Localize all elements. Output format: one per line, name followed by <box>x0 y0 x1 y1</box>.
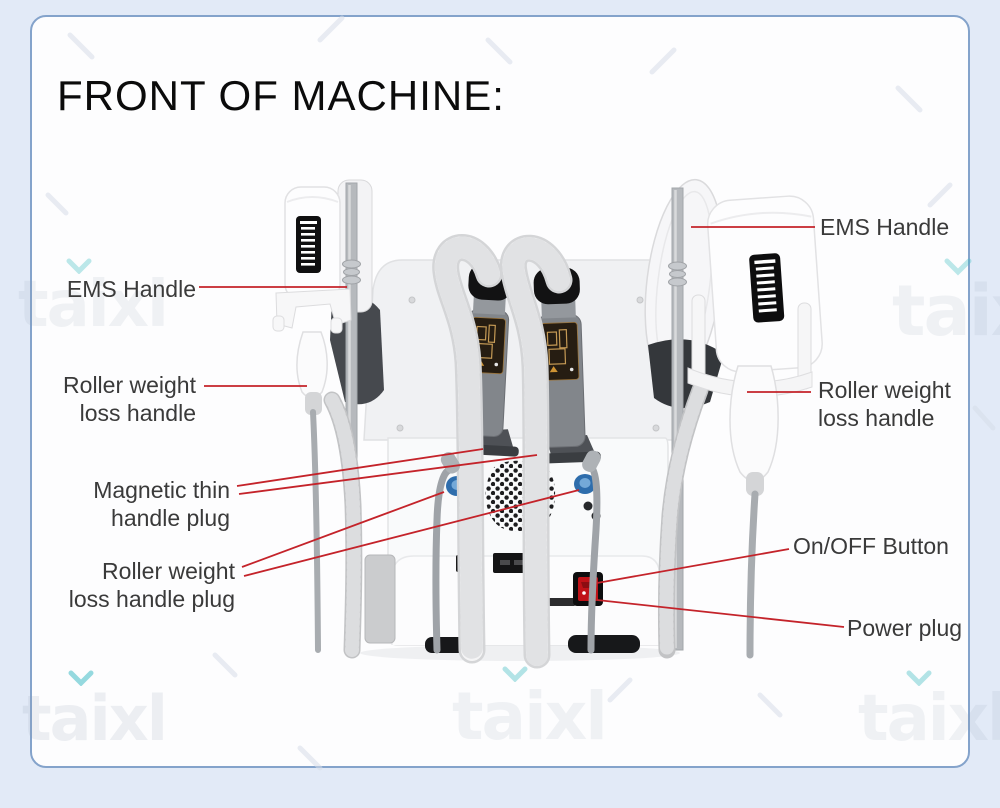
ems-handle-left-device <box>284 186 341 301</box>
label-text: Roller weight <box>818 377 951 403</box>
label-text: handle plug <box>111 505 230 531</box>
label-text: EMS Handle <box>820 214 950 240</box>
label-text: Power plug <box>847 615 963 641</box>
label-text: Roller weight <box>63 372 196 398</box>
label-text: loss handle plug <box>68 586 235 612</box>
label-text: Magnetic thin <box>93 477 230 503</box>
label-ems-handle-left: EMS Handle <box>40 275 196 303</box>
label-roller-plug: Roller weight loss handle plug <box>40 557 235 613</box>
label-roller-handle-left: Roller weight loss handle <box>40 371 196 427</box>
label-roller-handle-right: Roller weight loss handle <box>818 376 978 432</box>
cable-right-elbow <box>582 450 601 473</box>
label-onoff-button: On/OFF Button <box>793 532 973 560</box>
label-text: loss handle <box>79 400 196 426</box>
left-arm-assembly <box>272 179 396 659</box>
label-text: Roller weight <box>102 558 235 584</box>
label-ems-handle-right: EMS Handle <box>820 213 980 241</box>
label-power-plug: Power plug <box>847 614 987 642</box>
machine-foot-right <box>568 635 640 653</box>
label-magnetic-plug: Magnetic thin handle plug <box>40 476 230 532</box>
page-title: FRONT OF MACHINE: <box>57 72 505 119</box>
roller-handle-right-device <box>706 195 823 373</box>
label-text: On/OFF Button <box>793 533 949 559</box>
cable-right <box>586 462 601 654</box>
label-text: EMS Handle <box>66 276 196 302</box>
label-text: loss handle <box>818 405 935 431</box>
